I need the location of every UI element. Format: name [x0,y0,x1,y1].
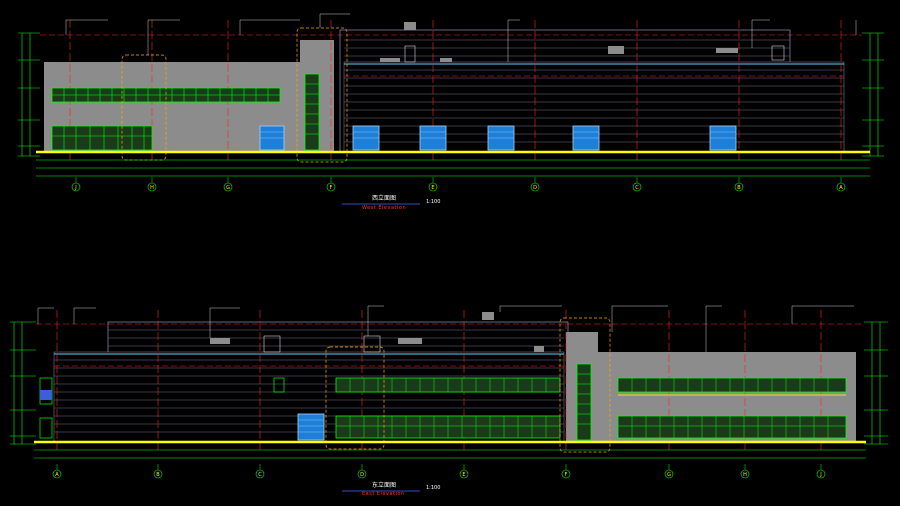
east-roller-door [297,413,325,441]
west-axis-label: H [150,185,154,191]
east-axis-label: C [258,472,262,478]
west-axis-label: G [226,185,230,191]
east-elevation-title: 东立面图 [372,482,397,489]
east-right-wing-windows [617,377,847,439]
west-elevation-subtitle: West Elevation [362,205,407,211]
east-axis-label: A [55,472,59,478]
west-elevation-scale: 1:100 [426,199,441,205]
east-right-dimension-chain [864,321,888,445]
west-elevation-title: 西立面图 [372,195,397,202]
east-left-dimension-chain [10,321,36,445]
east-axis-label: D [360,472,364,478]
west-storefront-windows [51,125,153,151]
east-axis-label: F [565,472,568,478]
west-axis-label: A [839,185,843,191]
west-left-dimension-chain [18,32,40,157]
west-axis-label: B [737,185,741,191]
east-axis-label: B [156,472,160,478]
west-elevation-drawing [18,13,884,177]
east-elevation-drawing [10,305,888,459]
east-elevation-scale: 1:100 [426,485,441,491]
east-elevation-subtitle: East Elevation [362,491,405,497]
west-detail-callouts [121,27,348,163]
west-right-dimension-chain [862,32,884,157]
west-axis-label: E [431,185,434,191]
west-axis-label: F [330,185,333,191]
east-axis-label: E [462,472,465,478]
east-detail-callouts [325,317,611,453]
west-axis-label: J [74,185,76,191]
west-axis-label: D [533,185,537,191]
east-axis-label: H [743,472,747,478]
west-axis-label: C [635,185,639,191]
east-axis-label: J [819,472,821,478]
east-axis-label: G [667,472,671,478]
